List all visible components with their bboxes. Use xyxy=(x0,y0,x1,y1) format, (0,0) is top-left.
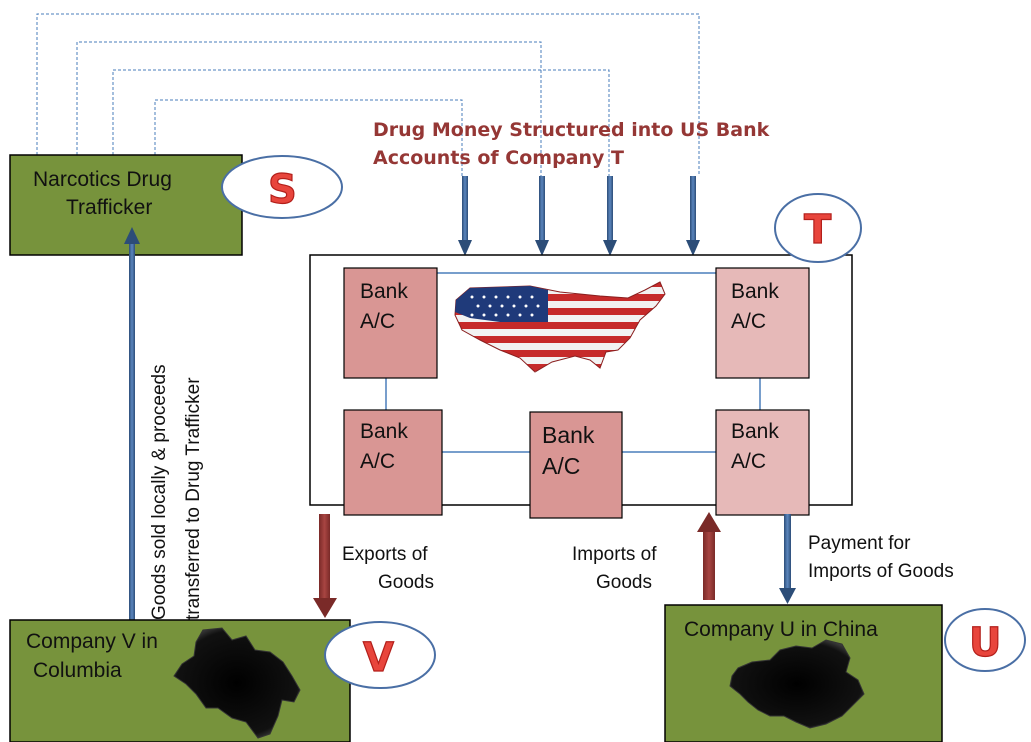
bank-account-label: A/C xyxy=(731,450,766,473)
exports-label-line2: Goods xyxy=(378,572,434,593)
entity-s-line2: Trafficker xyxy=(66,196,152,219)
entity-company-v: Company V in Columbia xyxy=(9,619,351,742)
dotted-connector-3 xyxy=(112,69,610,176)
deposit-arrow-2 xyxy=(535,176,549,256)
entity-v-line1: Company V in xyxy=(26,630,158,653)
badge-v: V xyxy=(324,621,436,689)
us-flag-map-image xyxy=(454,281,666,373)
imports-label-line1: Imports of xyxy=(572,544,657,565)
badge-s: S xyxy=(221,155,343,219)
goods-sold-label-line1: Goods sold locally & proceeds xyxy=(149,364,170,620)
payment-label-line1: Payment for xyxy=(808,533,911,554)
deposit-arrows xyxy=(458,176,700,256)
deposit-arrow-4 xyxy=(686,176,700,256)
payment-label-line2: Imports of Goods xyxy=(808,561,954,582)
goods-sold-label-line2: transferred to Drug Trafficker xyxy=(183,377,204,620)
imports-label-line2: Goods xyxy=(596,572,652,593)
bank-account-top-right: Bank A/C xyxy=(715,267,810,379)
bank-account-label: A/C xyxy=(360,310,395,333)
bank-account-bottom-center: Bank A/C xyxy=(529,411,623,519)
bank-account-label: Bank xyxy=(542,422,595,448)
bank-account-label: Bank xyxy=(360,420,408,443)
diagram-title-line1: Drug Money Structured into US Bank xyxy=(373,119,770,141)
entity-s-line1: Narcotics Drug xyxy=(33,168,172,191)
bank-account-label: Bank xyxy=(360,280,408,303)
bank-account-bottom-left: Bank A/C xyxy=(343,409,443,516)
bank-account-label: A/C xyxy=(360,450,395,473)
deposit-arrow-1 xyxy=(458,176,472,256)
exports-label-line1: Exports of xyxy=(342,544,428,565)
dotted-connectors xyxy=(36,13,700,176)
entity-v-line2: Columbia xyxy=(33,659,122,682)
bank-account-label: A/C xyxy=(731,310,766,333)
badge-u-letter: U xyxy=(969,620,1001,666)
payment-arrow xyxy=(779,514,796,604)
bank-account-label: Bank xyxy=(731,280,779,303)
exports-arrow xyxy=(313,514,337,618)
dotted-connector-4 xyxy=(154,99,463,176)
colombia-map-image xyxy=(173,627,301,739)
deposit-arrow-3 xyxy=(603,176,617,256)
china-map-image xyxy=(729,639,865,729)
diagram-title-line2: Accounts of Company T xyxy=(373,147,624,169)
bank-account-label: A/C xyxy=(542,453,580,479)
bank-account-label: Bank xyxy=(731,420,779,443)
bank-account-bottom-right: Bank A/C xyxy=(715,409,810,516)
dotted-connector-1 xyxy=(36,13,700,176)
entity-u-line1: Company U in China xyxy=(684,618,878,641)
dotted-connector-2 xyxy=(76,41,542,176)
badge-t-letter: T xyxy=(804,207,832,253)
badge-t: T xyxy=(774,193,862,263)
entity-company-u: Company U in China xyxy=(664,604,943,742)
badge-u: U xyxy=(944,608,1026,672)
bank-account-top-left: Bank A/C xyxy=(343,267,438,379)
proceeds-arrow xyxy=(124,227,140,620)
badge-v-letter: V xyxy=(363,635,394,681)
imports-arrow xyxy=(697,512,721,600)
badge-s-letter: S xyxy=(268,167,297,213)
goods-sold-label: Goods sold locally & proceeds transferre… xyxy=(149,364,204,620)
